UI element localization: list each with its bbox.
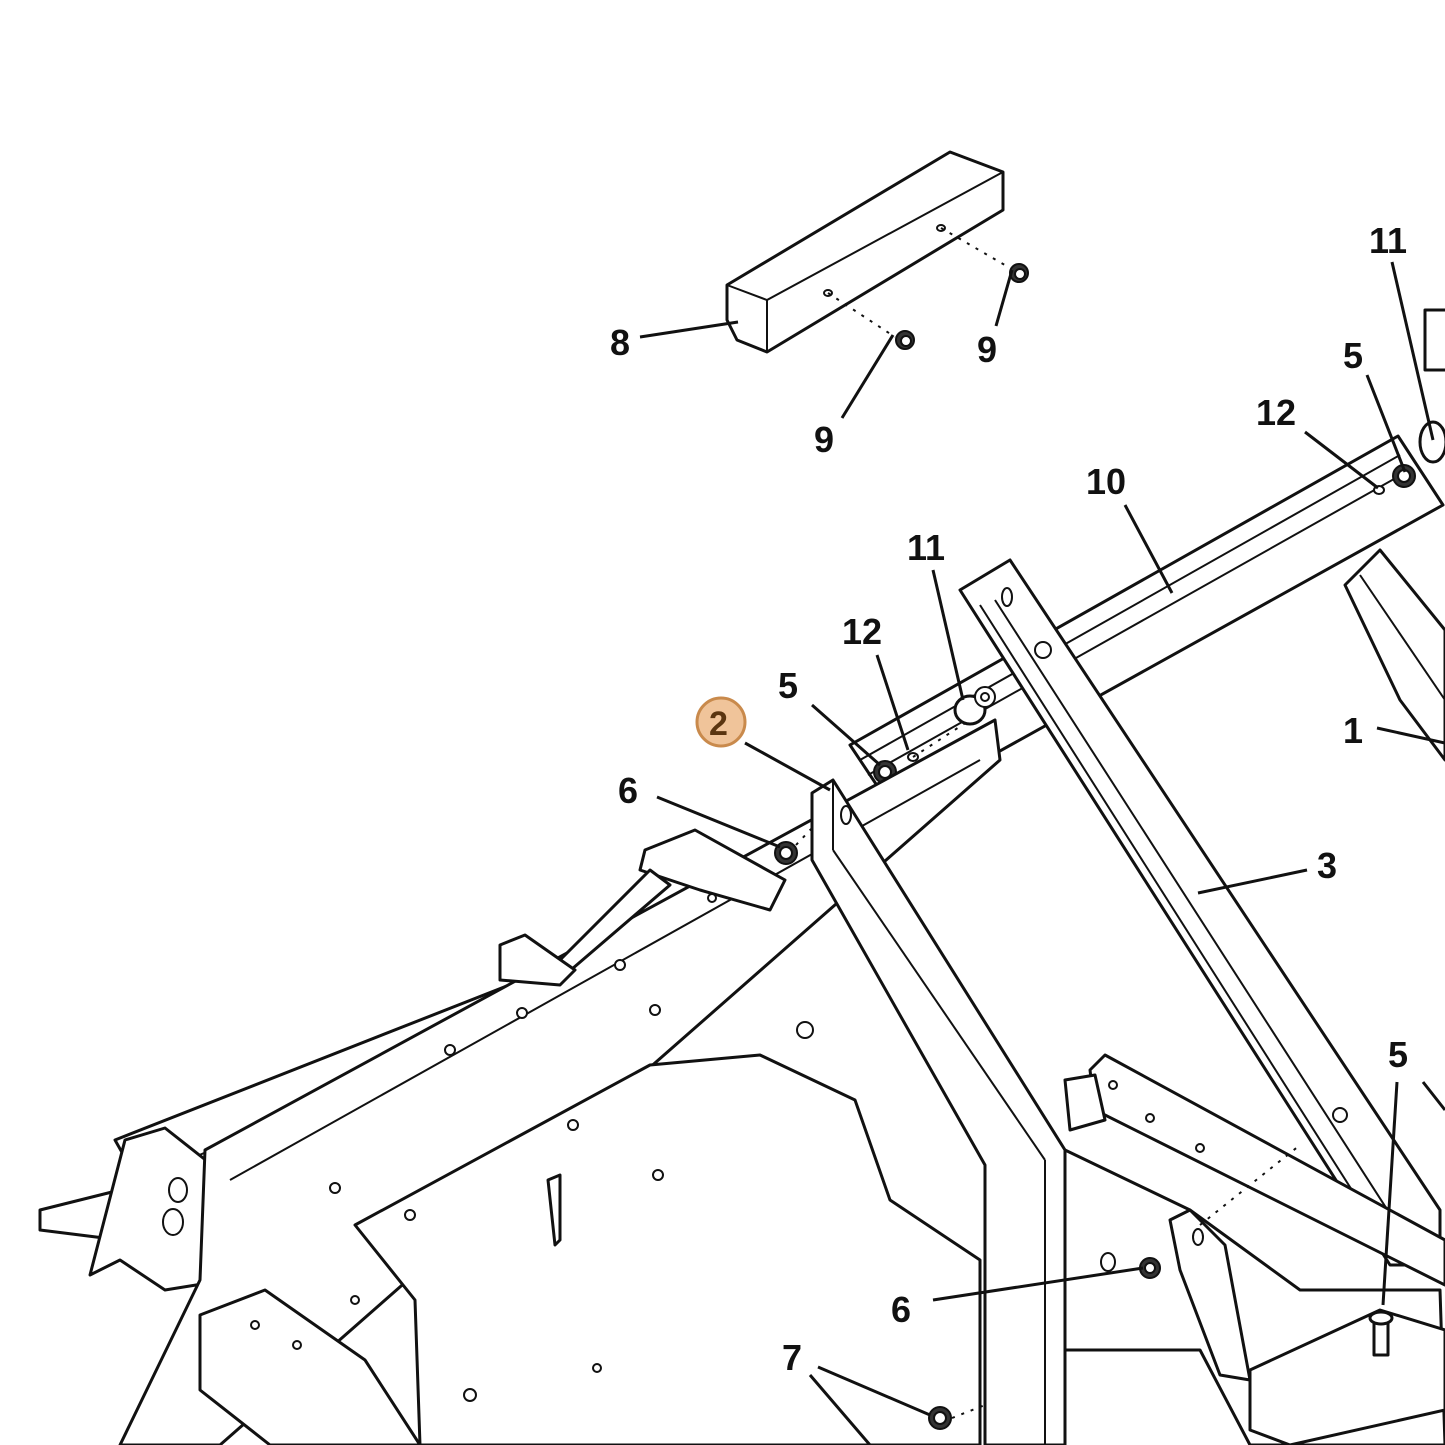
callout-labels: 8 9 9 11 5 12 10 11 12 5 2 6 1 3 5 6 7 [610,220,1408,1378]
bushing-11-right [1418,308,1445,464]
upright-arm-3 [958,558,1442,1267]
cross-channel [848,434,1445,814]
callout-7: 7 [782,1337,802,1378]
bushing-11-left [953,686,996,726]
callout-10: 10 [1086,461,1126,502]
callout-12-right: 12 [1256,392,1296,433]
callout-9-upper: 9 [977,329,997,370]
callout-1: 1 [1343,710,1363,751]
upright-post-2 [810,778,1067,1445]
callout-5-bottom: 5 [1388,1034,1408,1075]
bolt-9-lower [895,330,915,350]
right-base [1063,1053,1445,1445]
bolt-5-bottom [1368,1310,1394,1357]
bumper-pad [725,150,1005,354]
right-post-1 [1343,548,1445,762]
callout-3: 3 [1317,845,1337,886]
callout-6-upper: 6 [618,770,638,811]
callout-9-lower: 9 [814,419,834,460]
main-frame [38,718,1002,1445]
callout-11-left: 11 [907,527,945,568]
callout-11-right: 11 [1369,220,1407,261]
callout-5-right: 5 [1343,335,1363,376]
callout-5-left: 5 [778,665,798,706]
bolt-7 [928,1406,952,1430]
bolt-9-upper [1009,263,1029,283]
nut-6-upper [774,841,798,865]
callout-2: 2 [709,705,728,743]
nut-6-lower [1139,1257,1161,1279]
callout-2-highlight [695,696,747,748]
callout-8: 8 [610,322,630,363]
leader-lines [639,261,1445,1445]
callout-12-left: 12 [842,611,882,652]
callout-6-lower: 6 [891,1289,911,1330]
